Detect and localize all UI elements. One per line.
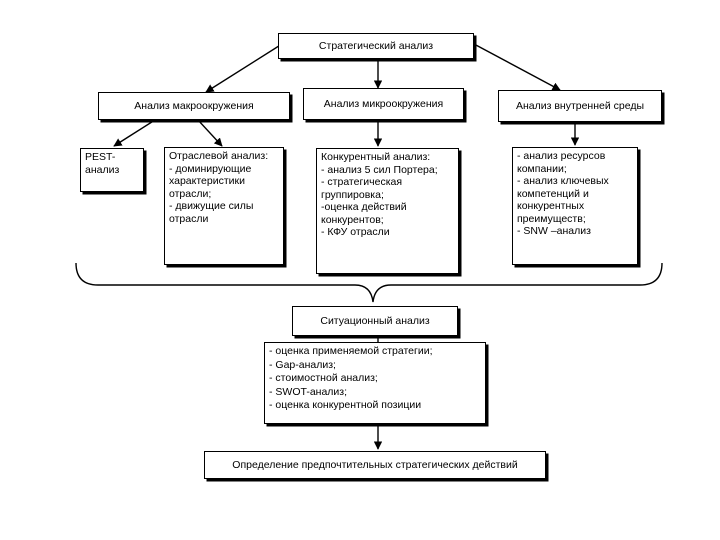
industry-title: Отраслевой анализ: [169, 150, 269, 162]
list-item: отрасли; [169, 187, 212, 200]
list-item: -оценка действий [321, 201, 407, 213]
list-item: характеристики [169, 175, 245, 187]
list-item: конкурентов; [321, 213, 384, 226]
macro-box: Анализ макроокружения [98, 92, 290, 120]
pest-line-1: PEST- [85, 151, 116, 163]
root-label: Стратегический анализ [318, 39, 434, 52]
macro-label: Анализ макроокружения [134, 99, 254, 112]
list-item: группировка; [321, 188, 384, 201]
final-box: Определение предпочтительных стратегичес… [204, 451, 546, 479]
arrow-macro-to-pest [113, 119, 156, 147]
micro-label: Анализ микроокружения [323, 97, 444, 110]
pest-line-2: анализ [85, 163, 120, 176]
list-item: компетенций и [517, 187, 589, 200]
arrow-root-to-macro [205, 43, 283, 93]
list-item: - оценка применяемой стратегии; [269, 345, 433, 357]
list-item: - Gap-анализ; [269, 358, 336, 371]
arrow-macro-to-industry [197, 119, 223, 147]
resources-list: - анализ ресурсов компании; - анализ клю… [517, 150, 633, 238]
situational-label: Ситуационный анализ [320, 314, 430, 327]
resources-box: - анализ ресурсов компании; - анализ клю… [512, 147, 638, 265]
list-item: - анализ ресурсов [517, 150, 606, 162]
list-item: - анализ ключевых [517, 175, 609, 187]
methods-box: - оценка применяемой стратегии; - Gap-ан… [264, 342, 486, 424]
methods-list: - оценка применяемой стратегии; - Gap-ан… [269, 345, 481, 413]
list-item: - движущие силы [169, 200, 254, 212]
list-item: - SWOT-анализ; [269, 385, 348, 398]
competitive-box: Конкурентный анализ: - анализ 5 сил Порт… [316, 148, 459, 274]
list-item: - оценка конкурентной позиции [269, 399, 422, 411]
pest-box: PEST- анализ [80, 148, 144, 192]
list-item: - SNW –анализ [517, 225, 591, 237]
internal-label: Анализ внутренней среды [515, 99, 645, 112]
industry-list: - доминирующие характеристики отрасли; -… [169, 163, 279, 226]
grouping-brace [75, 262, 663, 303]
list-item: - КФУ отрасли [321, 226, 390, 238]
list-item: компании; [517, 162, 567, 175]
list-item: преимуществ; [517, 212, 586, 225]
final-label: Определение предпочтительных стратегичес… [232, 458, 518, 471]
list-item: - стоимостной анализ; [269, 372, 378, 384]
list-item: конкурентных [517, 200, 585, 212]
list-item: - анализ 5 сил Портера; [321, 163, 438, 176]
root-box: Стратегический анализ [278, 33, 474, 59]
competitive-title: Конкурентный анализ: [321, 151, 431, 163]
list-item: - доминирующие [169, 162, 252, 175]
situational-box: Ситуационный анализ [292, 306, 458, 336]
industry-box: Отраслевой анализ: - доминирующие характ… [164, 147, 284, 265]
arrow-root-to-internal [473, 43, 561, 91]
list-item: - стратегическая [321, 176, 403, 188]
competitive-list: - анализ 5 сил Портера; - стратегическая… [321, 164, 454, 239]
list-item: отрасли [169, 212, 209, 225]
micro-box: Анализ микроокружения [303, 88, 464, 120]
internal-box: Анализ внутренней среды [498, 90, 662, 122]
